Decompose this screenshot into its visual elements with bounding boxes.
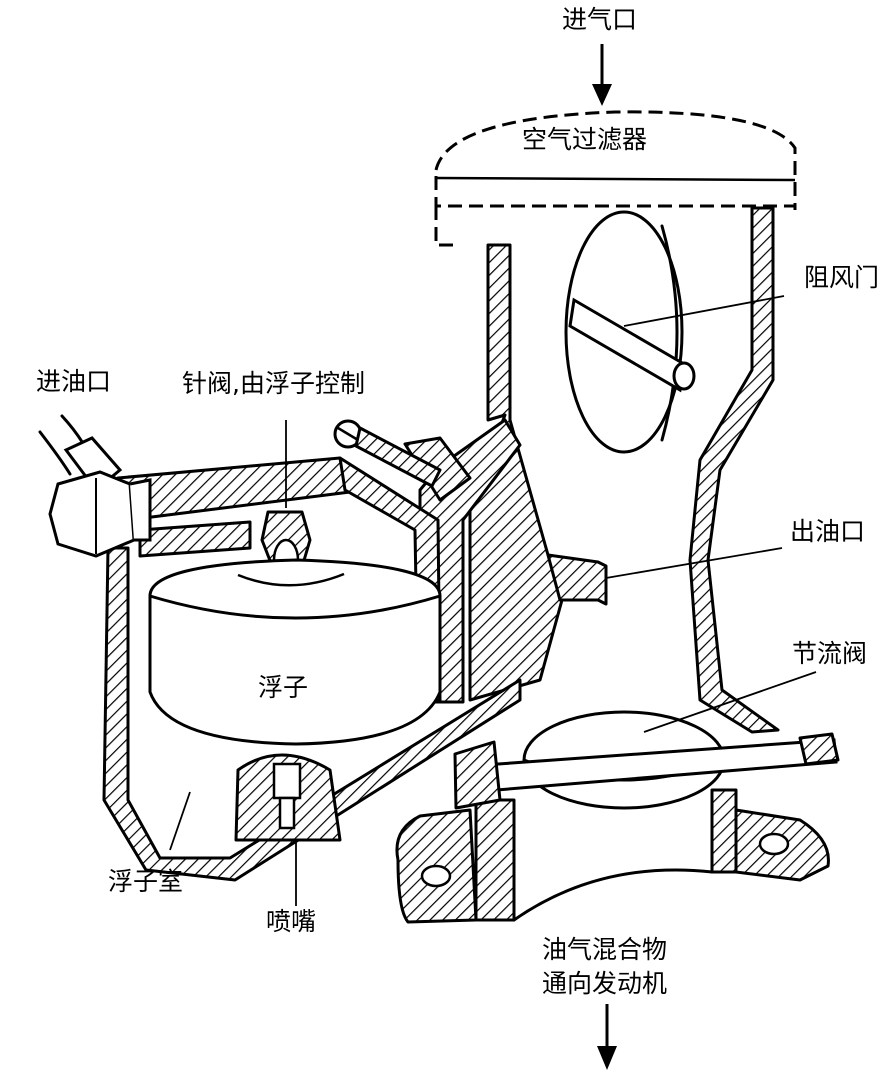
label-mixture-line1: 油气混合物 xyxy=(542,935,668,964)
fuel-outlet-nozzle xyxy=(546,553,608,606)
label-float-chamber: 浮子室 xyxy=(108,867,184,896)
float xyxy=(148,558,442,746)
label-throttle-valve: 节流阀 xyxy=(792,639,868,668)
leader-lines xyxy=(169,295,817,851)
label-air-filter: 空气过滤器 xyxy=(522,125,648,154)
adjust-screw xyxy=(333,419,442,488)
label-fuel-inlet: 进油口 xyxy=(36,367,112,396)
venturi-right-wall xyxy=(688,206,780,734)
throttle-valve xyxy=(453,710,840,810)
label-fuel-outlet: 出油口 xyxy=(790,517,866,546)
label-jet: 喷嘴 xyxy=(266,907,317,936)
label-choke-valve: 阻风门 xyxy=(804,263,880,292)
label-mixture-line2: 通向发动机 xyxy=(542,969,668,998)
label-air-inlet: 进气口 xyxy=(562,5,638,34)
jet xyxy=(234,753,342,906)
mixture-outlet-arrow xyxy=(597,1004,617,1070)
air-inlet-arrow xyxy=(592,44,612,106)
air-filter xyxy=(434,110,797,247)
fuel-inlet-fitting xyxy=(38,414,152,558)
choke-valve xyxy=(564,210,696,454)
mounting-flange xyxy=(395,788,830,924)
label-needle-valve: 针阀,由浮子控制 xyxy=(182,369,365,398)
label-float: 浮子 xyxy=(258,673,309,702)
